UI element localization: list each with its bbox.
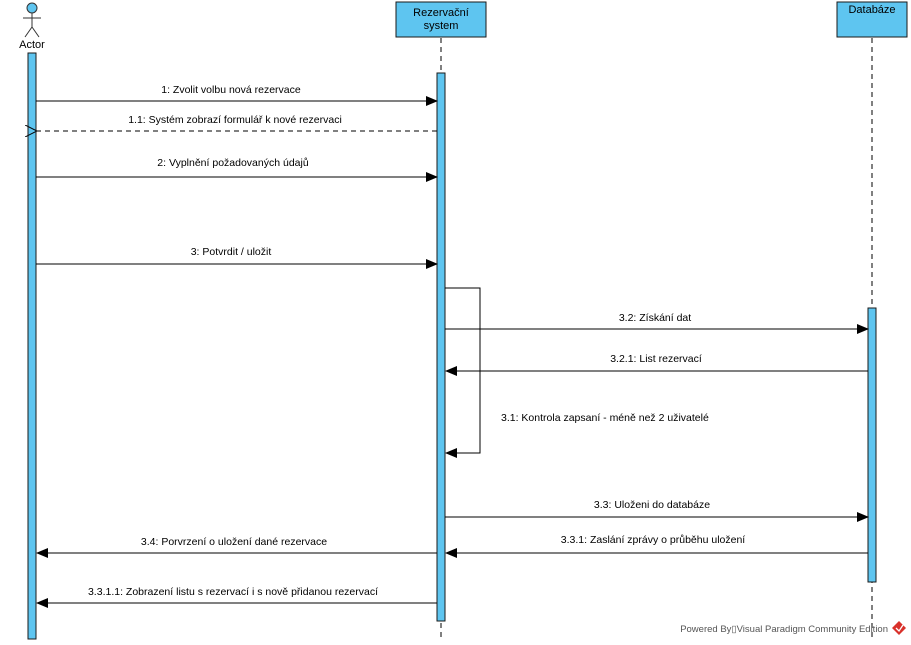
message-3-label: 3: Potvrdit / uložit (191, 246, 272, 258)
message-3-3-1-1-label: 3.3.1.1: Zobrazení listu s rezervací i s… (88, 586, 378, 598)
actor-icon (23, 2, 41, 38)
footer-credit: Powered By▯Visual Paradigm Community Edi… (680, 624, 888, 635)
visual-paradigm-logo-icon (892, 621, 906, 635)
system-header-line1: Rezervační (413, 7, 469, 19)
actor-activation-bar (27, 52, 37, 640)
message-2-label: 2: Vyplnění požadovaných údajů (157, 157, 309, 169)
system-header-box[interactable] (395, 1, 487, 38)
message-1-1-label: 1.1: Systém zobrazí formulář k nové reze… (128, 114, 342, 126)
message-3-1-label: 3.1: Kontrola zapsaní - méně než 2 uživa… (501, 412, 709, 424)
database-activation-bar (867, 307, 877, 583)
message-3-4-label: 3.4: Porvrzení o uložení dané rezervace (141, 536, 327, 548)
message-3-2-1-label: 3.2.1: List rezervací (610, 353, 702, 365)
message-3-3-1-label: 3.3.1: Zaslání zprávy o průběhu uložení (561, 534, 746, 546)
system-activation-bar (436, 72, 446, 622)
message-3-3-label: 3.3: Uloženi do databáze (594, 499, 710, 511)
message-3-2-label: 3.2: Získání dat (619, 312, 691, 324)
message-1-label: 1: Zvolit volbu nová rezervace (161, 84, 301, 96)
system-header-line2: system (424, 20, 459, 32)
actor-label: Actor (19, 39, 45, 51)
database-header-label: Databáze (848, 4, 895, 16)
database-header-box[interactable] (836, 1, 908, 38)
